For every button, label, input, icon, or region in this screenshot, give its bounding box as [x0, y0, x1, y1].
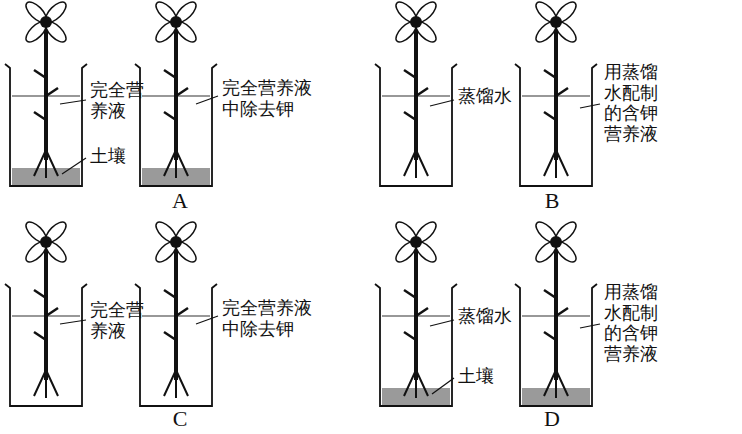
roots: [404, 370, 428, 398]
panel: [5, 219, 217, 406]
branch: [176, 308, 188, 316]
leader-line: [580, 104, 600, 108]
stem: [414, 24, 418, 160]
flower-center: [410, 16, 422, 28]
stem: [554, 244, 558, 380]
branch: [164, 290, 176, 298]
panel-letter: A: [165, 188, 195, 213]
leader-line: [60, 100, 86, 104]
roots: [544, 150, 568, 178]
branch: [416, 308, 428, 316]
leader-line: [60, 320, 86, 324]
branch: [544, 70, 556, 78]
branch: [544, 112, 556, 120]
branch: [34, 112, 46, 120]
leader-line: [432, 378, 454, 394]
stem: [44, 244, 48, 380]
flower-center: [170, 236, 182, 248]
branch: [34, 332, 46, 340]
branch: [164, 332, 176, 340]
branch: [404, 70, 416, 78]
panel: [375, 0, 597, 186]
stem: [174, 24, 178, 160]
beaker: [375, 64, 457, 186]
leader-line: [196, 96, 218, 104]
branch: [164, 112, 176, 120]
flower-center: [410, 236, 422, 248]
leader-line: [430, 320, 454, 326]
panel-letter: C: [165, 406, 195, 431]
branch: [404, 290, 416, 298]
panel: [375, 219, 597, 406]
branch: [404, 332, 416, 340]
stem: [174, 244, 178, 380]
branch: [404, 112, 416, 120]
flower-center: [170, 16, 182, 28]
branch: [556, 308, 568, 316]
branch: [416, 88, 428, 96]
label: 土壤: [458, 366, 514, 387]
panel-letter: D: [537, 406, 567, 431]
beaker: [515, 284, 597, 406]
roots: [164, 370, 188, 398]
label: 蒸馏水: [458, 306, 514, 327]
beaker: [515, 64, 597, 186]
label: 完全营养液: [90, 300, 146, 341]
flower-center: [550, 236, 562, 248]
roots: [544, 370, 568, 398]
panel: [5, 0, 217, 186]
leader-line: [430, 100, 454, 106]
branch: [176, 88, 188, 96]
panel-letter: B: [537, 188, 567, 213]
label: 完全营养液中除去钾: [222, 298, 314, 339]
roots: [34, 370, 58, 398]
branch: [34, 70, 46, 78]
flower-center: [40, 16, 52, 28]
branch: [46, 88, 58, 96]
branch: [544, 332, 556, 340]
branch: [556, 88, 568, 96]
beaker: [375, 284, 457, 406]
leader-line: [196, 316, 218, 324]
stem: [554, 24, 558, 160]
branch: [34, 290, 46, 298]
leader-line: [62, 158, 86, 174]
branch: [46, 308, 58, 316]
label: 完全营养液: [90, 80, 146, 121]
label: 用蒸馏水配制的含钾营养液: [604, 282, 660, 365]
label: 用蒸馏水配制的含钾营养液: [604, 62, 660, 145]
beaker: [5, 284, 87, 406]
beaker: [135, 284, 217, 406]
roots: [404, 150, 428, 178]
label: 完全营养液中除去钾: [222, 78, 314, 119]
roots: [164, 150, 188, 178]
roots: [34, 150, 58, 178]
label: 土壤: [90, 146, 146, 167]
flower-center: [40, 236, 52, 248]
branch: [544, 290, 556, 298]
flower-center: [550, 16, 562, 28]
beaker: [135, 64, 217, 186]
stem: [44, 24, 48, 160]
leader-line: [580, 324, 600, 328]
branch: [164, 70, 176, 78]
beaker: [5, 64, 87, 186]
label: 蒸馏水: [458, 86, 514, 107]
stem: [414, 244, 418, 380]
